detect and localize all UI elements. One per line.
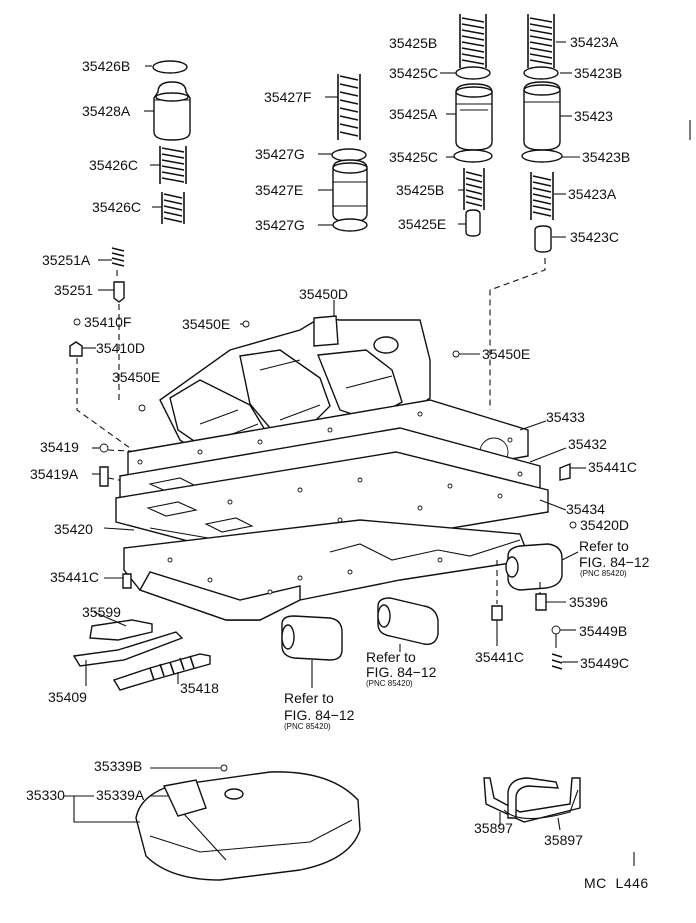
part-label: 35427G bbox=[255, 146, 305, 162]
reference-note: FIG. 84−12 bbox=[366, 664, 437, 680]
part-label: 35330 bbox=[26, 787, 65, 803]
part-label: 35425B bbox=[389, 35, 438, 51]
part-label: 35426B bbox=[82, 58, 131, 74]
part-label: 35423B bbox=[582, 149, 631, 165]
part-label: 35339B bbox=[94, 758, 143, 774]
part-label: 35441C bbox=[475, 649, 525, 665]
part-label: 35432 bbox=[568, 436, 607, 452]
reference-note: Refer to bbox=[579, 538, 629, 554]
reference-note: Refer to bbox=[366, 649, 416, 665]
part-label: 35420D bbox=[580, 517, 630, 533]
part-label: 35425C bbox=[389, 149, 439, 165]
part-label: 35427E bbox=[255, 182, 304, 198]
part-label: 35410F bbox=[84, 314, 132, 330]
part-label: 35425A bbox=[389, 106, 438, 122]
part-label: 35599 bbox=[82, 604, 121, 620]
part-label: 35409 bbox=[48, 689, 87, 705]
drawing-code: MC L446 bbox=[584, 875, 649, 891]
separator-plates bbox=[115, 399, 567, 561]
part-label: 35339A bbox=[96, 787, 145, 803]
part-label: 35897 bbox=[544, 832, 583, 848]
valve-assembly-35427 bbox=[318, 74, 368, 232]
part-label: 35433 bbox=[546, 409, 585, 425]
part-label: 35450D bbox=[299, 286, 349, 302]
part-label: 35251 bbox=[54, 282, 93, 298]
part-label: 35425E bbox=[398, 216, 447, 232]
part-label: 35441C bbox=[50, 569, 100, 585]
part-label: 35419 bbox=[40, 439, 79, 455]
part-label: 35251A bbox=[42, 252, 91, 268]
part-label: 35449B bbox=[579, 623, 628, 639]
part-label: 35434 bbox=[566, 501, 605, 517]
lower-valve-body bbox=[103, 519, 531, 621]
small-parts-left bbox=[69, 247, 151, 487]
reference-pnc: (PNC 85420) bbox=[580, 569, 627, 578]
part-label: 35423A bbox=[568, 186, 617, 202]
valve-assembly-35428 bbox=[144, 60, 191, 224]
reference-note: FIG. 84−12 bbox=[284, 707, 355, 723]
part-label: 35423C bbox=[570, 229, 620, 245]
valve-assembly-35423 bbox=[521, 14, 580, 253]
reference-pnc: (PNC 85420) bbox=[366, 679, 413, 688]
oil-tubes bbox=[483, 777, 581, 831]
reference-note: Refer to bbox=[284, 690, 334, 706]
solenoids bbox=[281, 543, 579, 688]
part-label: 35426C bbox=[89, 157, 139, 173]
part-label: 35450E bbox=[182, 316, 231, 332]
oil-strainer bbox=[64, 764, 361, 881]
part-label: 35420 bbox=[54, 521, 93, 537]
detent-and-spring bbox=[72, 611, 211, 691]
valve-assembly-35425 bbox=[440, 14, 493, 237]
part-label: 35450E bbox=[112, 369, 161, 385]
part-label: 35427F bbox=[264, 89, 312, 105]
part-label: 35410D bbox=[96, 340, 146, 356]
reference-note: FIG. 84−12 bbox=[579, 554, 650, 570]
part-label: 35441C bbox=[588, 459, 638, 475]
part-label: 35423 bbox=[574, 108, 613, 124]
part-label: 35427G bbox=[255, 217, 305, 233]
part-label: 35419A bbox=[30, 466, 79, 482]
part-label: 35423B bbox=[574, 65, 623, 81]
part-label: 35396 bbox=[569, 594, 608, 610]
part-label: 35418 bbox=[180, 680, 219, 696]
part-label: 35450E bbox=[482, 346, 531, 362]
part-label: 35449C bbox=[580, 655, 630, 671]
part-label: 35428A bbox=[82, 103, 131, 119]
part-label: 35897 bbox=[474, 820, 513, 836]
part-label: 35425C bbox=[389, 65, 439, 81]
part-label: 35425B bbox=[396, 182, 445, 198]
small-parts-right bbox=[491, 462, 586, 670]
part-label: 35423A bbox=[570, 34, 619, 50]
reference-pnc: (PNC 85420) bbox=[284, 722, 331, 731]
part-label: 35426C bbox=[92, 199, 142, 215]
